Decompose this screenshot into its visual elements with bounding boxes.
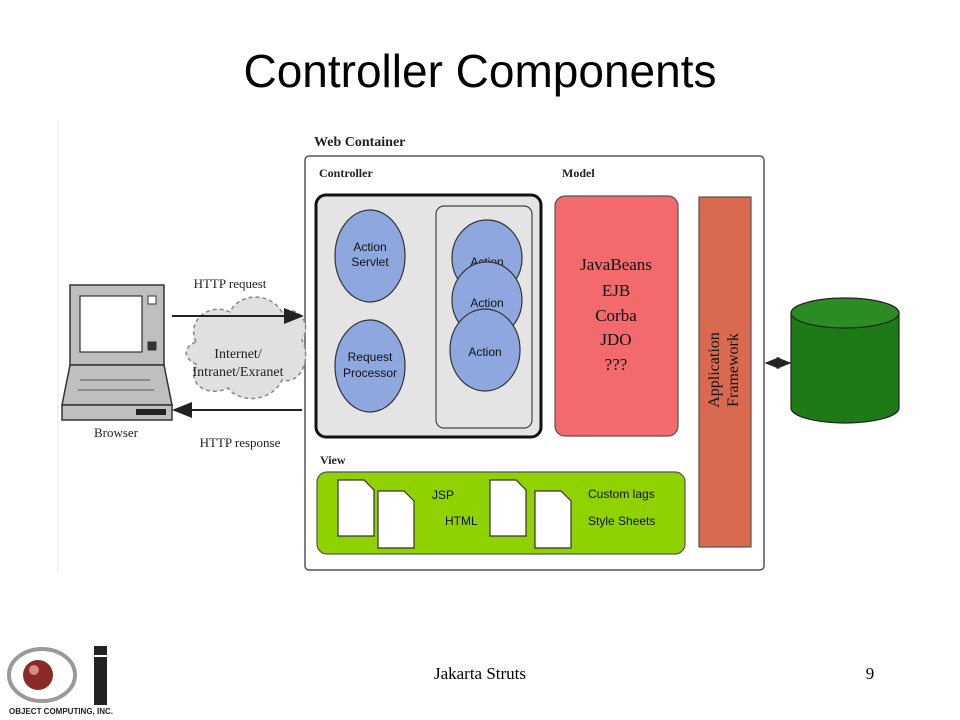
database-cylinder-top — [790, 297, 900, 329]
view-item-style-sheets: Style Sheets — [588, 514, 655, 528]
action-servlet-circle — [334, 209, 406, 303]
framework-label-line2: Framework — [725, 333, 742, 407]
framework-label-line1: Application — [706, 332, 723, 408]
browser-computer-icon — [61, 284, 173, 421]
application-framework-bar — [698, 196, 752, 548]
request-processor-label-line1: Request — [348, 350, 393, 364]
model-item-ejb: EJB — [602, 281, 630, 300]
model-item-unknown: ??? — [605, 355, 628, 374]
action-circle-front — [449, 308, 521, 392]
model-item-jdo: JDO — [600, 330, 631, 349]
view-item-jsp: JSP — [432, 488, 454, 502]
action-servlet-label-line1: Action — [353, 240, 386, 254]
object-computing-logo: OBJECT COMPUTING, INC. — [7, 646, 113, 716]
web-container-label: Web Container — [314, 135, 405, 150]
request-processor-label-line2: Processor — [343, 366, 397, 380]
internet-label-line1: Internet/ — [214, 347, 262, 362]
internet-label-line2: Intranet/Exranet — [193, 365, 284, 380]
action-servlet-label-line2: Servlet — [351, 255, 389, 269]
http-request-label: HTTP request — [194, 276, 267, 291]
http-response-label: HTTP response — [200, 435, 281, 450]
model-item-corba: Corba — [595, 306, 637, 325]
model-box — [554, 195, 679, 437]
browser-label: Browser — [94, 425, 139, 440]
view-item-custom-tags: Custom lags — [588, 487, 655, 501]
document-icon-jsp-1 — [337, 479, 375, 537]
model-item-javabeans: JavaBeans — [580, 255, 652, 274]
view-item-html: HTML — [445, 514, 478, 528]
action-label-middle: Action — [470, 296, 503, 310]
action-label-front: Action — [468, 345, 501, 359]
actions-group-box — [435, 205, 533, 429]
document-icon-tags-1 — [489, 479, 527, 537]
svg-text:OBJECT COMPUTING, INC.: OBJECT COMPUTING, INC. — [9, 707, 113, 716]
footer-title: Jakarta Struts — [433, 664, 527, 683]
page-number: 9 — [865, 664, 875, 683]
database-cylinder-body — [790, 312, 900, 424]
request-processor-circle — [334, 319, 406, 413]
document-icon-tags-2 — [534, 490, 572, 549]
model-label: Model — [562, 166, 595, 180]
view-label: View — [320, 453, 346, 467]
document-icon-jsp-2 — [377, 490, 415, 549]
slide-title: Controller Components — [243, 45, 717, 97]
internet-cloud-icon — [185, 296, 307, 400]
controller-label: Controller — [319, 166, 373, 180]
